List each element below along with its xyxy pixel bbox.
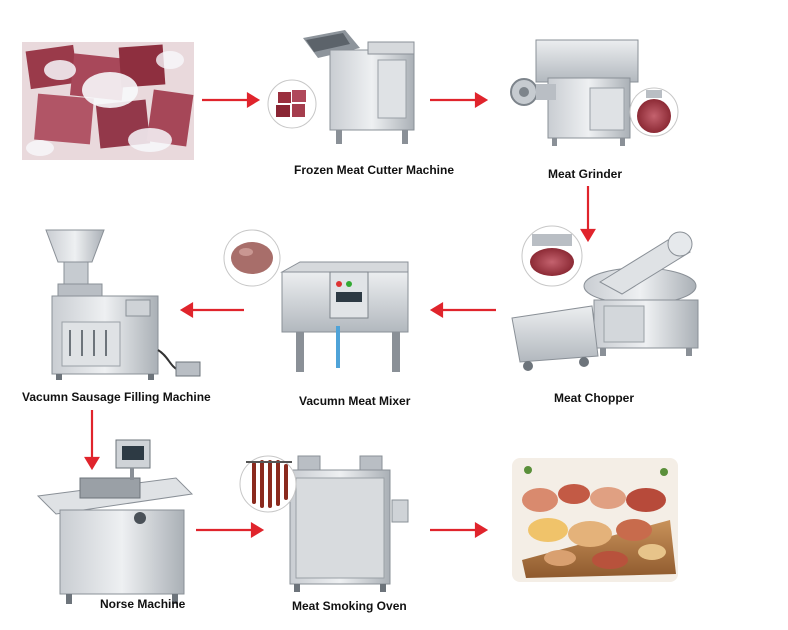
arrow-filler-to-norse <box>84 410 100 471</box>
sausage-products-photo <box>512 458 678 582</box>
vacuum-mixer-icon <box>223 229 409 372</box>
flow-arrows <box>84 92 596 538</box>
meat-chopper-icon <box>511 225 699 371</box>
frozen-meat-photo <box>22 42 194 160</box>
meat-grinder-icon <box>510 39 679 146</box>
sausage-filler-icon <box>45 229 201 380</box>
vacuum-sausage-filling-label: Vacumn Sausage Filling Machine <box>22 390 211 404</box>
arrow-chopper-to-mixer <box>429 302 496 318</box>
meat-smoking-oven-label: Meat Smoking Oven <box>292 599 407 613</box>
smoking-oven-icon <box>239 455 409 592</box>
meat-grinder-label: Meat Grinder <box>548 167 623 181</box>
vacuum-meat-mixer-label: Vacumn Meat Mixer <box>299 394 411 408</box>
frozen-meat-cutter-icon <box>267 30 415 144</box>
norse-machine-label: Norse Machine <box>100 597 186 611</box>
arrow-frozen-meat-to-cutter <box>202 92 261 108</box>
arrow-cutter-to-grinder <box>430 92 489 108</box>
norse-machine-icon <box>36 439 194 604</box>
arrow-norse-to-oven <box>196 522 265 538</box>
arrow-grinder-to-chopper <box>580 186 596 243</box>
arrow-mixer-to-filler <box>179 302 244 318</box>
meat-chopper-label: Meat Chopper <box>554 391 635 405</box>
frozen-meat-cutter-label: Frozen Meat Cutter Machine <box>294 163 455 177</box>
arrow-oven-to-products <box>430 522 489 538</box>
